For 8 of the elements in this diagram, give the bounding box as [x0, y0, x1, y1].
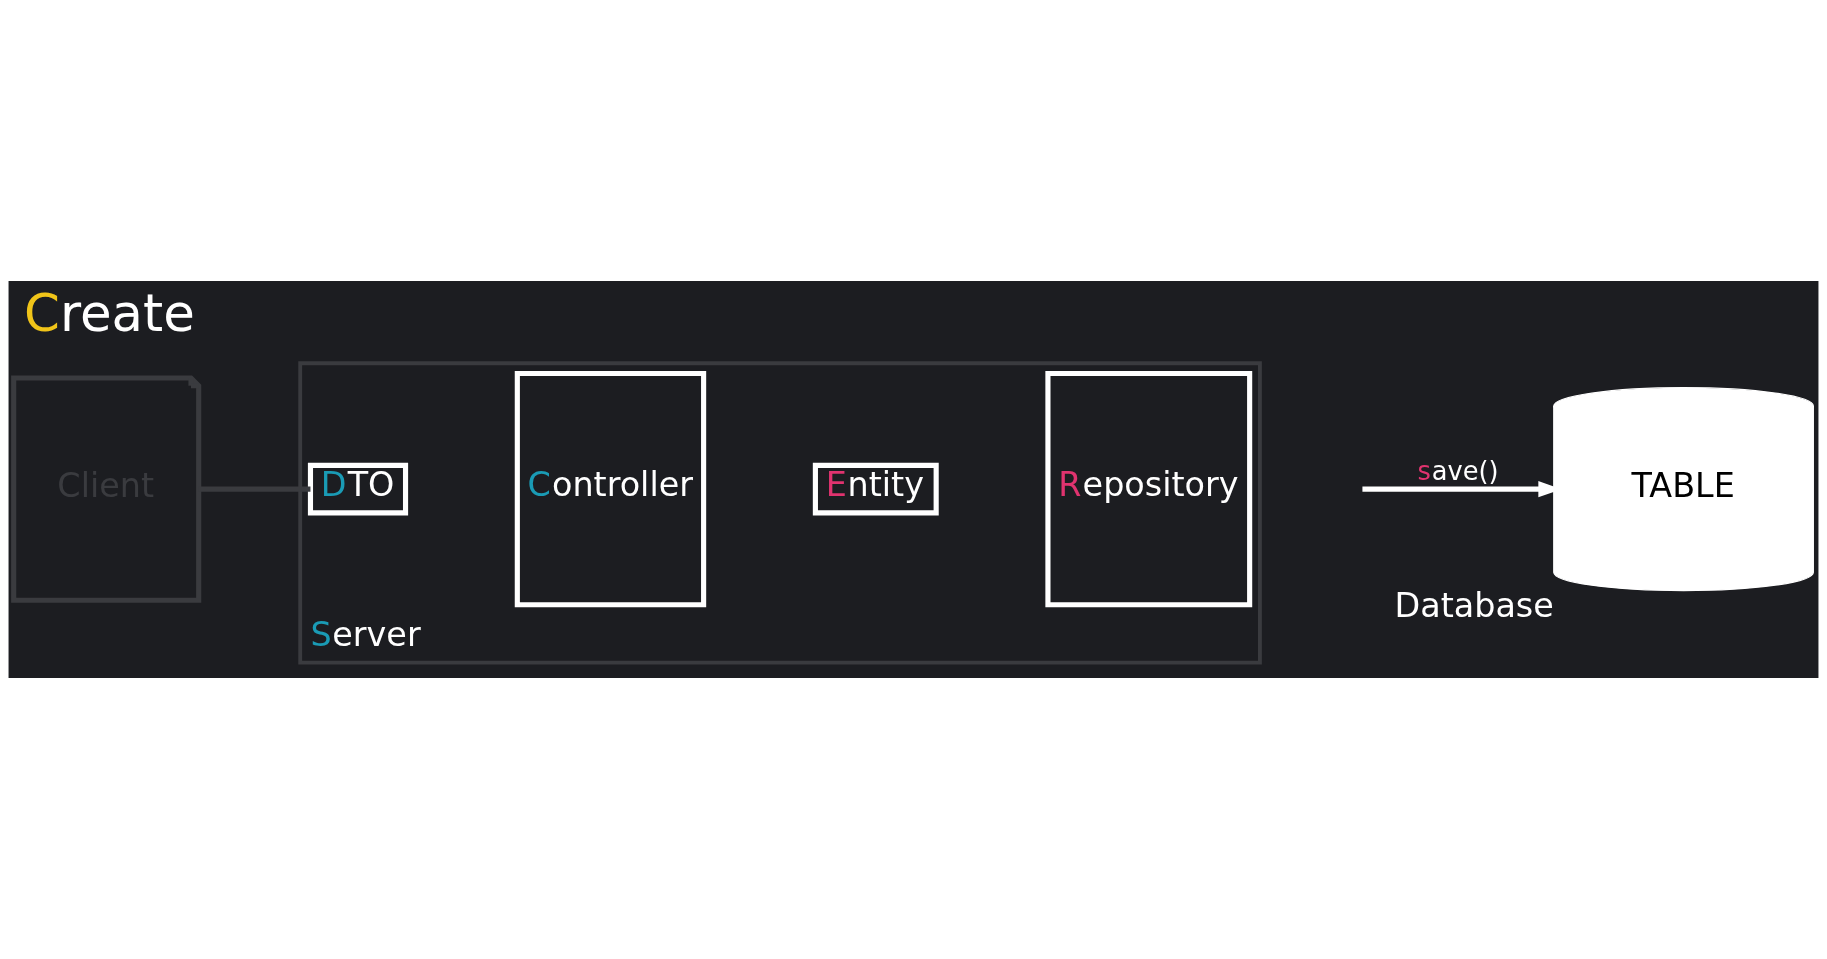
node-label: Database — [1394, 586, 1554, 626]
edge-label: save() — [1417, 456, 1499, 487]
node-box: Repository — [1045, 370, 1253, 608]
node-box: Controller — [514, 370, 707, 608]
node-box: DTO — [307, 462, 409, 516]
diagram-title: Create — [23, 283, 195, 344]
node-box: Entity — [812, 462, 939, 516]
connector — [198, 486, 311, 492]
